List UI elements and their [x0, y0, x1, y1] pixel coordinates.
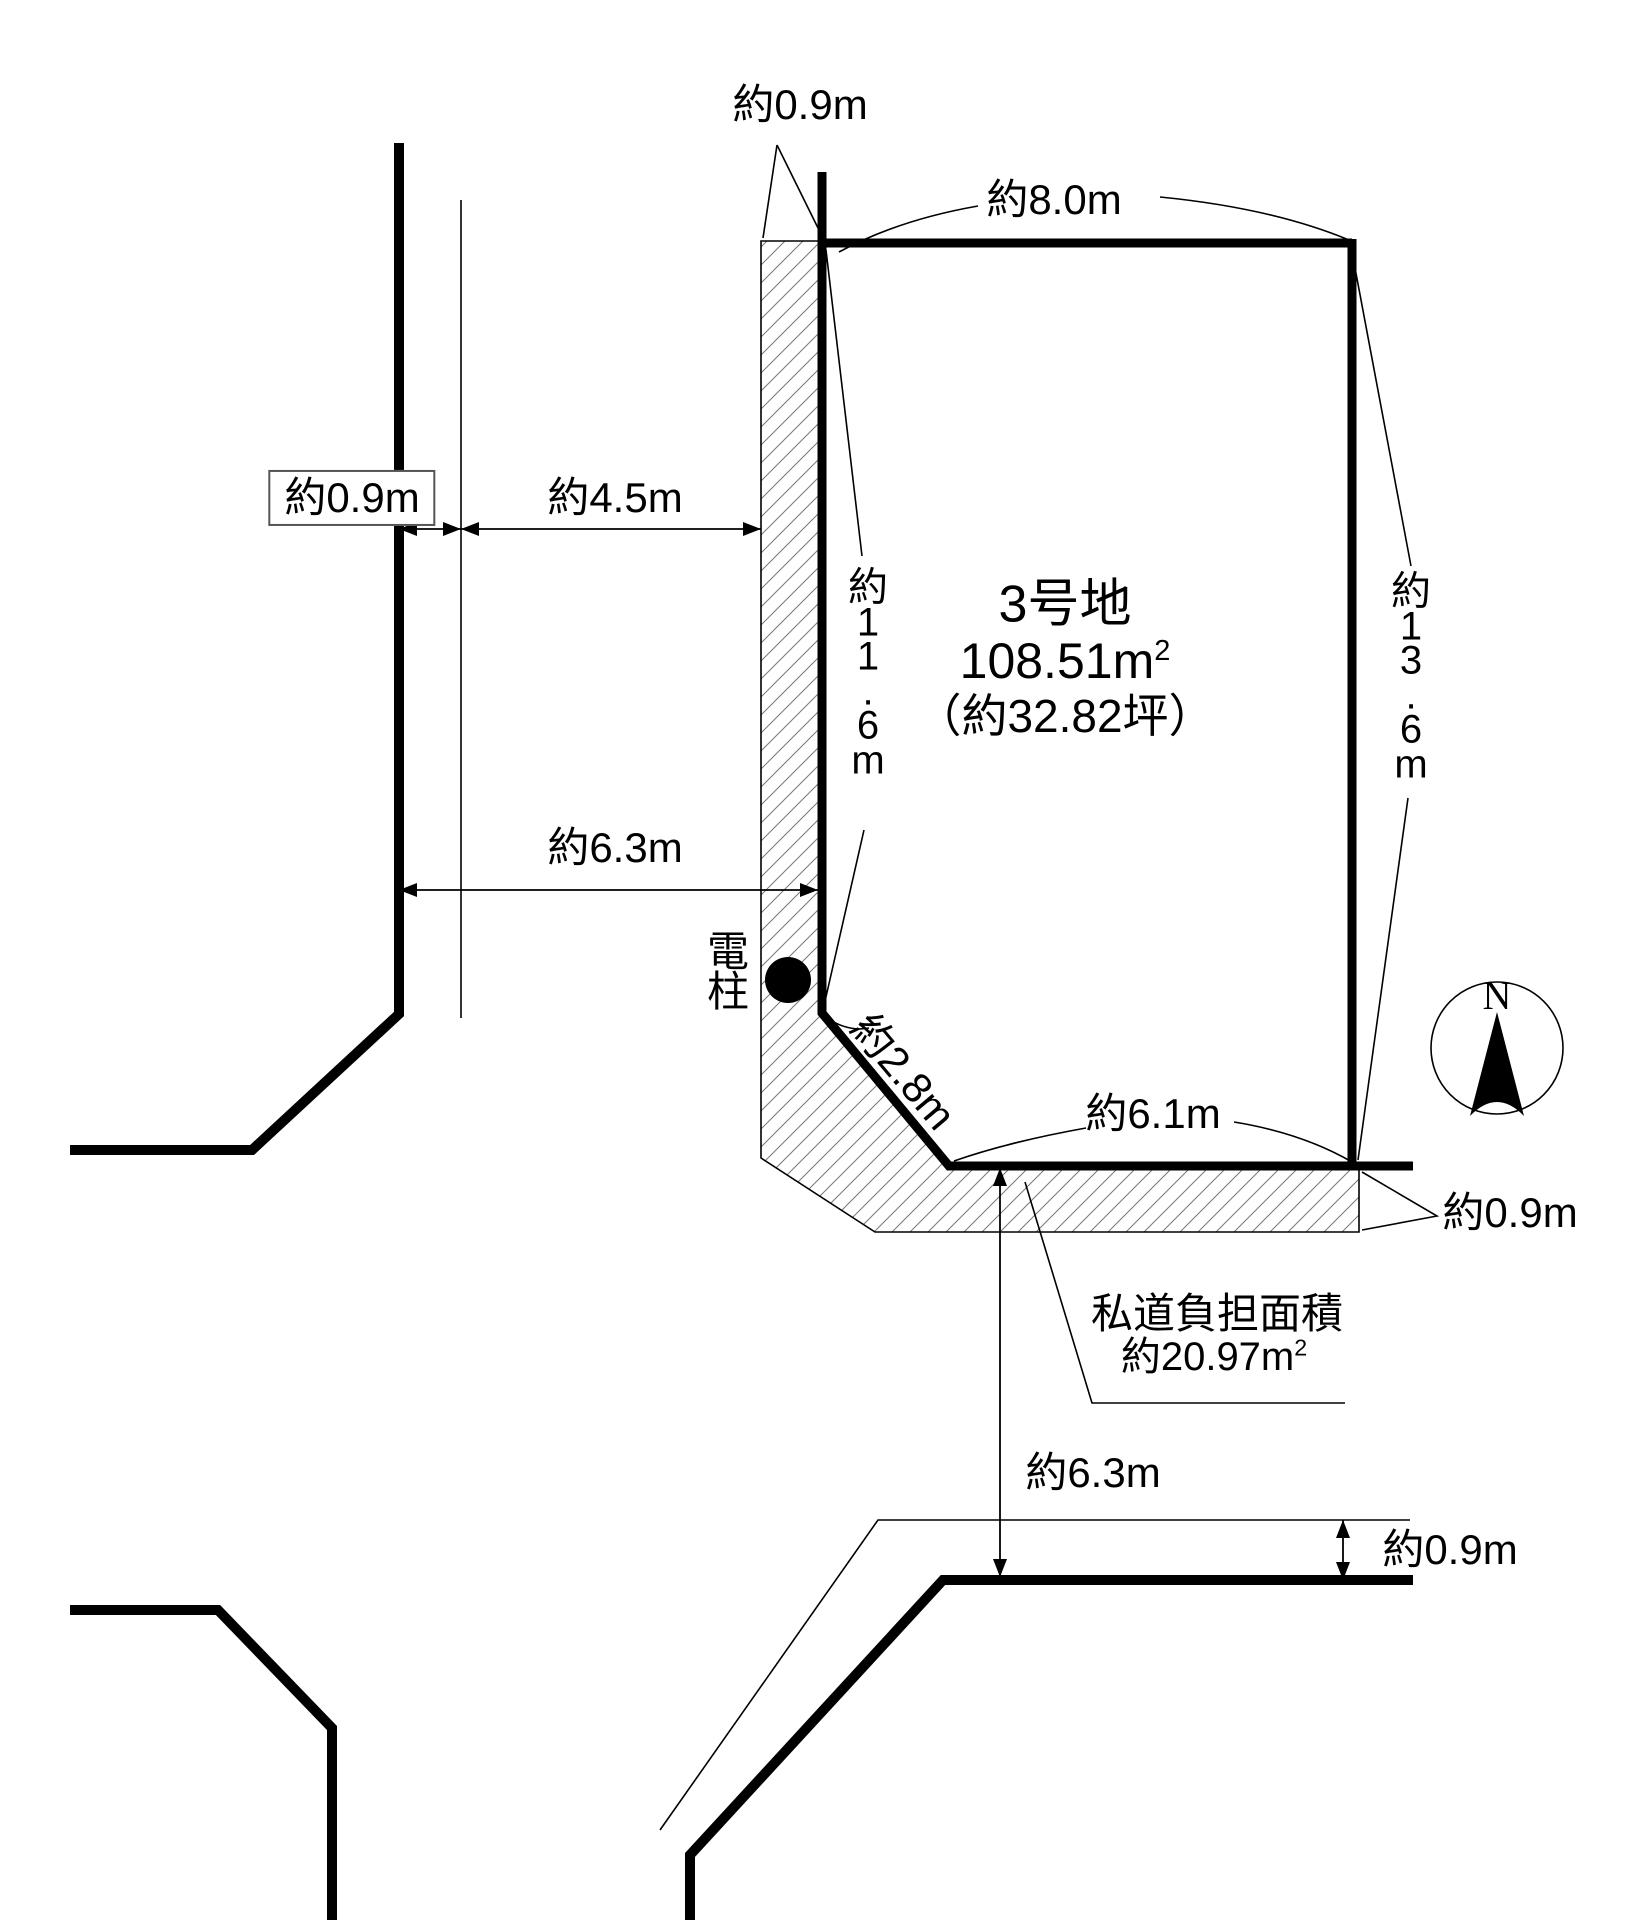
- dim-label-east-side: 約 1 3 . 6 m: [1391, 569, 1431, 786]
- dim-label-left-gap: 約4.5m: [547, 473, 683, 521]
- road-edge-upper-left: [70, 143, 404, 1155]
- private-road-area-sup: 2: [1294, 1334, 1308, 1361]
- parcel-area: 108.51m2: [960, 635, 1171, 688]
- parcel-area-m: 108.51m: [959, 632, 1155, 689]
- dim-label-west-side: 約 1 1 . 6 m: [848, 565, 888, 782]
- leader-diagonal-dim: [826, 1017, 870, 1030]
- private-road-area: 約20.97m2: [1121, 1336, 1307, 1378]
- leader-top-width: [838, 196, 1350, 253]
- private-road-outline: [760, 240, 1360, 1233]
- compass-needle: [1470, 1012, 1524, 1116]
- dim-label-top-width: 約8.0m: [986, 175, 1122, 223]
- leader-southeast-offset: [1361, 1171, 1440, 1231]
- private-road-area-m: 約20.97m: [1120, 1335, 1295, 1379]
- parcel-area-sup: 2: [1154, 635, 1171, 668]
- leader-private-road-label: [1024, 1181, 1345, 1404]
- dim-label-road-width-lower: 約6.3m: [1025, 1448, 1161, 1496]
- dim-label-southeast-offset: 約0.9m: [1442, 1188, 1578, 1236]
- leader-top-offset: [762, 144, 819, 239]
- utility-pole-label: 電 柱: [706, 928, 750, 1015]
- dim-label-south-width: 約6.1m: [1085, 1089, 1221, 1137]
- dimension-arrowheads: [399, 522, 1350, 1580]
- parcel-area-tsubo: （約32.82坪）: [915, 689, 1215, 742]
- leader-east-side: [1351, 251, 1412, 1161]
- parcel-name: 3号地: [998, 575, 1132, 634]
- leader-south-width: [953, 1121, 1353, 1163]
- leader-west-side: [822, 249, 865, 1011]
- dim-label-bottom-offset: 約0.9m: [1382, 1525, 1518, 1573]
- dim-label-left-offset-boxed: 約0.9m: [268, 469, 436, 527]
- road-edge-lower-left: [70, 1605, 337, 1920]
- private-road-label: 私道負担面積: [1090, 1289, 1344, 1337]
- compass-icon: [1430, 981, 1564, 1116]
- parcel-west-boundary: [817, 172, 1413, 1171]
- utility-pole-icon: [765, 957, 811, 1003]
- dim-label-top-offset: 約0.9m: [732, 80, 868, 128]
- road-edge-lower-right: [685, 1575, 1413, 1920]
- compass-north-label: N: [1482, 973, 1512, 1018]
- setback-line-bottom: [659, 1519, 1410, 1831]
- dim-label-road-width-upper: 約6.3m: [547, 823, 683, 871]
